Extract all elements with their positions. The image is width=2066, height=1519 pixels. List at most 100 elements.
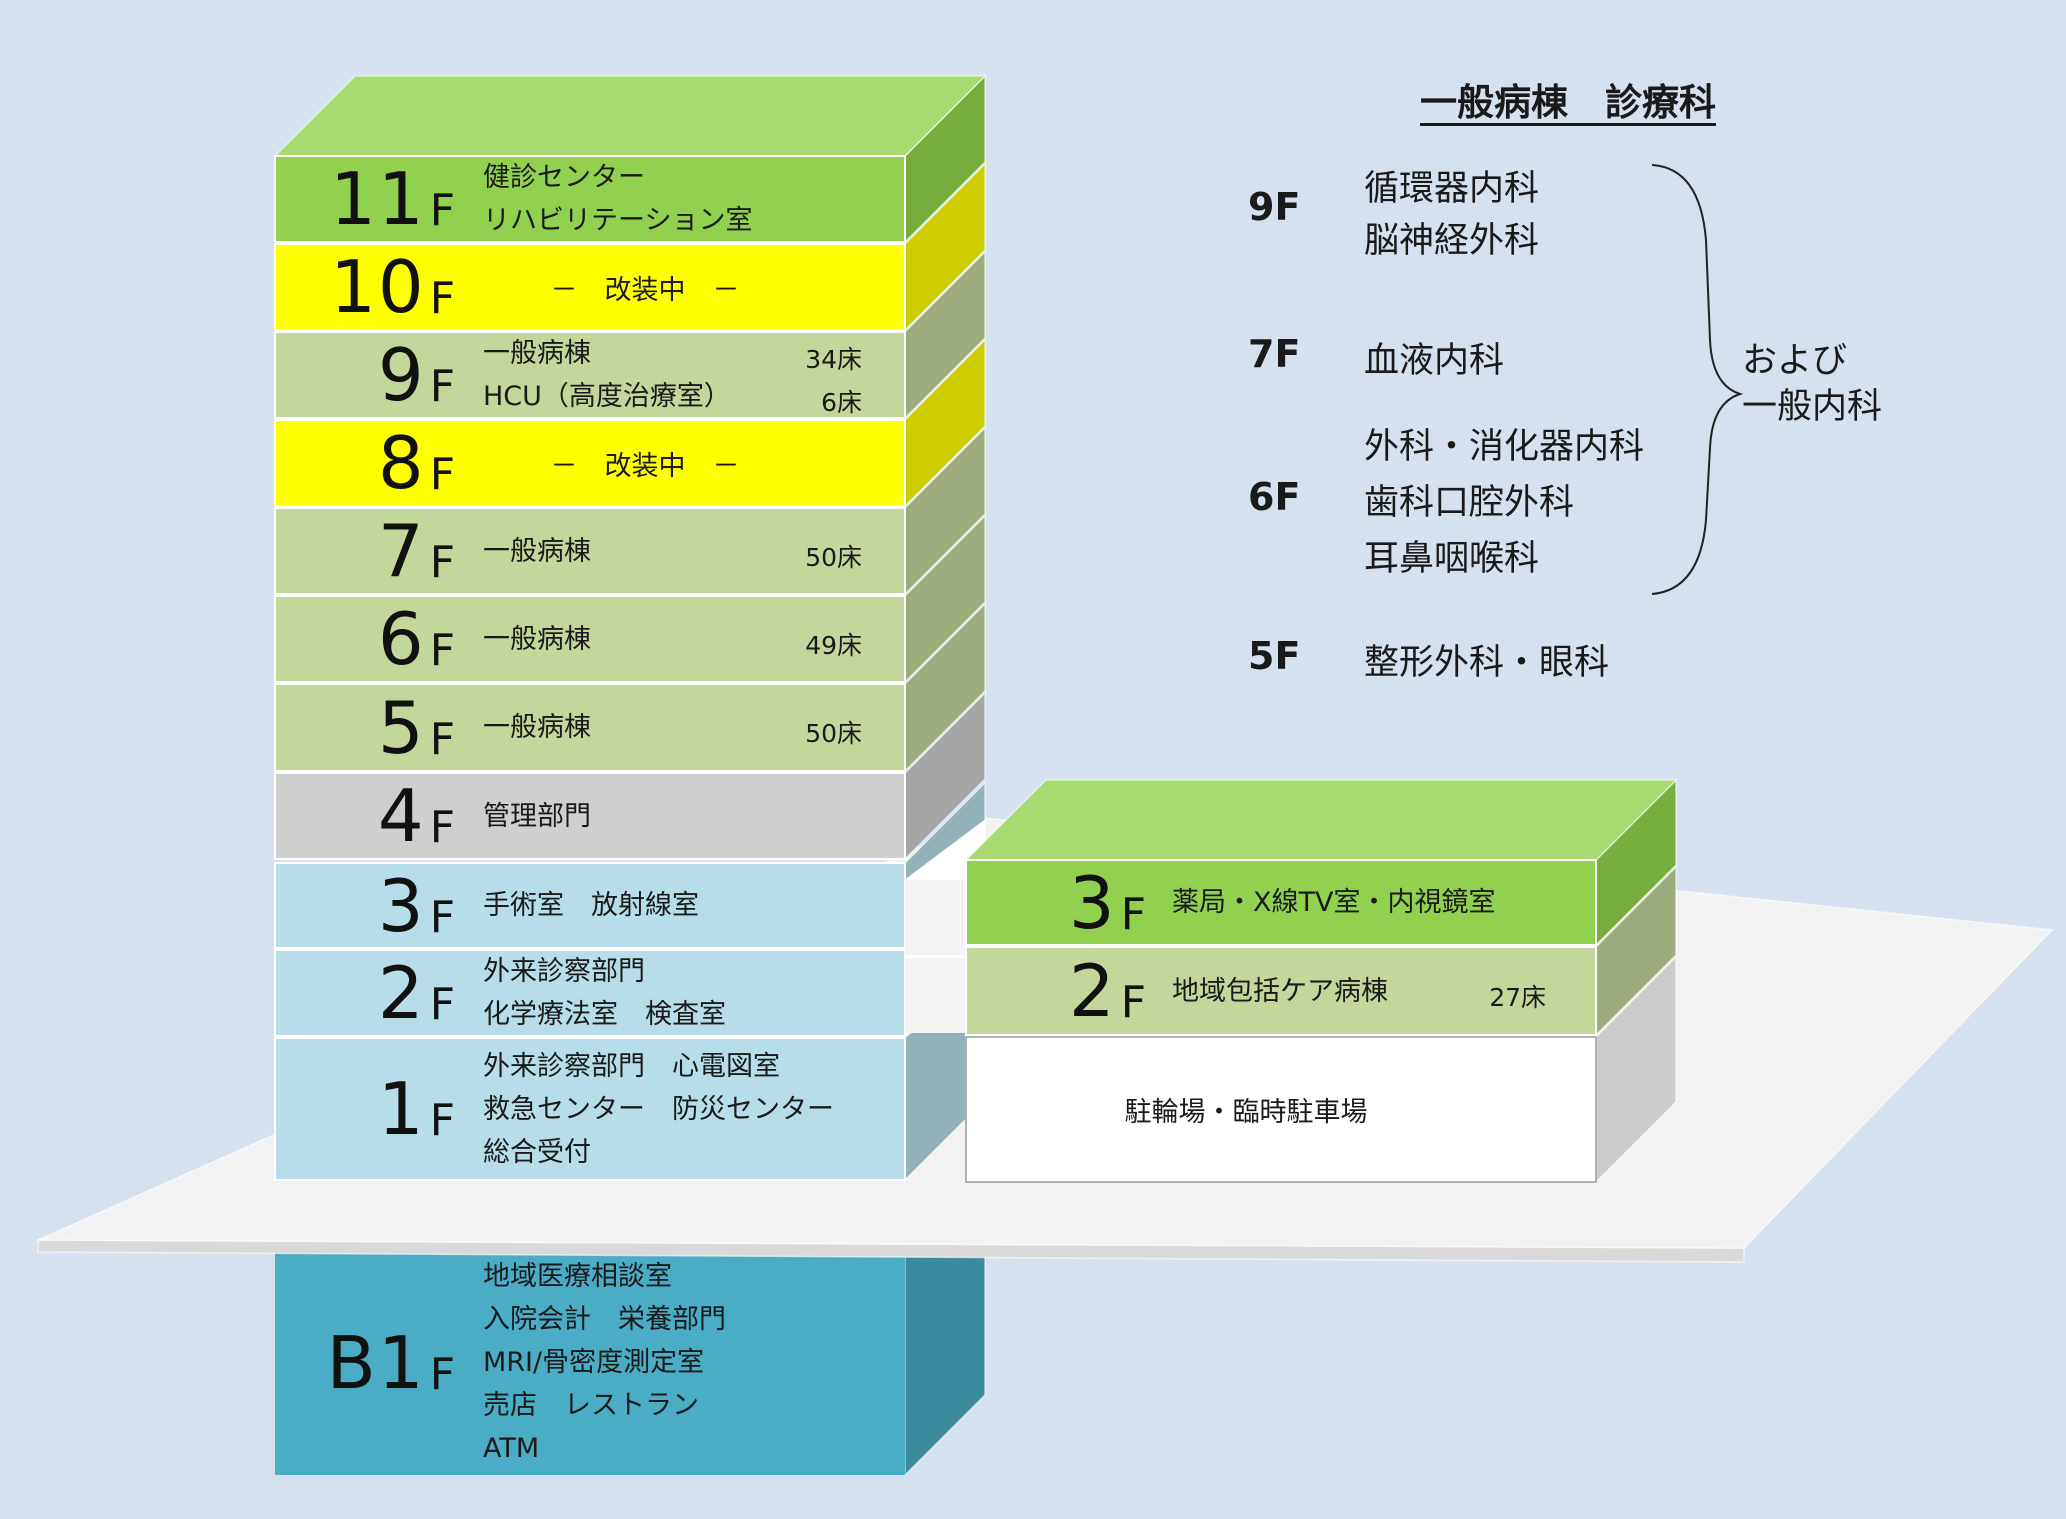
floor-unit: F (429, 979, 455, 1030)
department-label: 外来診察部門 (483, 956, 645, 987)
floor-10-front (274, 243, 906, 331)
floor-status: 駐輪場・臨時駐車場 (1124, 1097, 1368, 1128)
floor-number-value: 11 (330, 157, 426, 241)
legend-title: 一般病棟 診療科 (1420, 81, 1716, 124)
floor-unit: F (429, 713, 455, 765)
floor-departments: 薬局・X線TV室・内視鏡室 (1172, 860, 1495, 945)
floor-departments: 外来診察部門 心電図室救急センター 防災センター総合受付 (483, 1038, 834, 1180)
floor-1-front (274, 1037, 906, 1181)
annex-a3-front (965, 859, 1597, 946)
annex-a2-front (965, 946, 1597, 1036)
department-label: 一般病棟 (483, 623, 591, 655)
department-label: HCU（高度治療室） (483, 381, 731, 412)
floor-a1: 駐輪場・臨時駐車場 (966, 1037, 1596, 1182)
legend-note-line: および (1742, 341, 1848, 381)
bed-count: 27床 (1489, 982, 1546, 1012)
annex-a1-outline (965, 1036, 1597, 1183)
floor-number-value: 5 (377, 685, 426, 770)
floor-unit: F (429, 802, 455, 853)
floor-4-front (274, 772, 906, 860)
department-label: 手術室 放射線室 (483, 890, 699, 921)
floor-8-front (274, 419, 906, 507)
legend-note: および 一般内科 (1742, 338, 1882, 430)
floor-6-front (274, 595, 906, 683)
legend-note-line: 一般内科 (1742, 387, 1883, 427)
department-label: 地域包括ケア病棟 (1172, 975, 1388, 1007)
legend-department: 循環器内科 (1364, 169, 1540, 209)
floor-number-value: 8 (377, 421, 426, 505)
department-label: 化学療法室 検査室 (483, 999, 726, 1030)
floor-number-value: B1 (326, 1320, 426, 1405)
floor-departments: 一般病棟 (483, 684, 591, 771)
floor-unit: F (429, 1348, 455, 1400)
floor-departments: 管理部門 (483, 773, 591, 859)
floor-unit: F (429, 361, 455, 412)
annex-a3-top (964, 779, 1678, 861)
floor-number-value: 2 (377, 951, 426, 1035)
legend-floor: 9F (1248, 185, 1301, 229)
department-label: ATM (483, 1433, 540, 1464)
floor-number-value: 9 (377, 333, 426, 417)
legend-floor: 6F (1248, 475, 1301, 519)
floor-unit: F (429, 449, 455, 500)
floor-status: － 改装中 － (550, 450, 740, 482)
floor-11-top (273, 75, 987, 157)
department-label: 健診センター (483, 162, 645, 193)
floor-unit: F (1120, 888, 1146, 940)
legend-floor: 7F (1248, 332, 1301, 376)
floor-status: － 改装中 － (550, 274, 740, 306)
department-label: 外来診察部門 心電図室 (483, 1050, 780, 1082)
floor-unit: F (429, 625, 455, 676)
department-label: 一般病棟 (483, 712, 591, 743)
floor-7-front (274, 507, 906, 595)
floor-unit: F (429, 537, 455, 588)
floor-departments: 外来診察部門化学療法室 検査室 (483, 950, 726, 1036)
floor-departments: 一般病棟 (483, 508, 591, 594)
floor-unit: F (1120, 977, 1146, 1028)
bed-count: 34床 (805, 345, 862, 374)
floor-number-value: 6 (377, 597, 426, 681)
legend-department: 脳神経外科 (1364, 221, 1540, 261)
floor-number-value: 10 (330, 245, 426, 329)
legend-department: 整形外科・眼科 (1364, 643, 1610, 683)
annex-connector-lower (905, 958, 967, 1033)
department-label: 一般病棟 (483, 338, 591, 369)
legend-department: 歯科口腔外科 (1364, 483, 1575, 523)
floor-departments: 健診センターリハビリテーション室 (483, 156, 752, 242)
bed-count: 50床 (805, 719, 862, 748)
floor-departments: 一般病棟 (483, 596, 591, 682)
floor-number-value: 4 (377, 774, 426, 858)
department-label: 売店 レストラン (483, 1390, 699, 1421)
floor-number-value: 3 (1068, 860, 1117, 945)
department-label: 総合受付 (483, 1136, 591, 1168)
department-label: 管理部門 (483, 800, 591, 832)
floor-11-front (274, 155, 906, 243)
floor-departments: 一般病棟 HCU（高度治療室） (483, 332, 731, 418)
floor-number-value: 7 (377, 509, 426, 593)
department-label: 救急センター 防災センター (483, 1093, 834, 1125)
department-label: リハビリテーション室 (483, 205, 753, 236)
annex-a1-front (965, 1036, 1597, 1183)
floor-unit: F (429, 185, 455, 236)
floor-number-value: 3 (377, 863, 426, 948)
